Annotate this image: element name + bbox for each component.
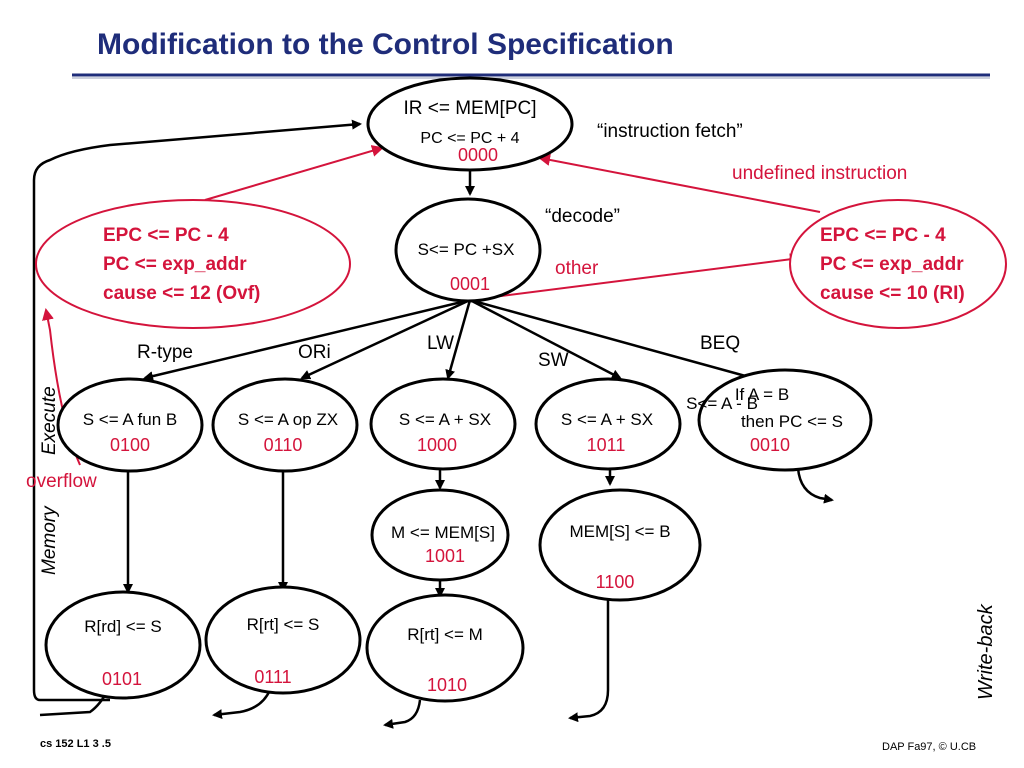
fetch-code: 0000	[458, 145, 498, 165]
annotation-decode: “decode”	[545, 206, 620, 227]
ori-exec-code: 0110	[264, 435, 303, 455]
sw-exec-line1: S <= A + SX	[561, 410, 653, 429]
annotation-undefined-instruction: undefined instruction	[732, 163, 907, 184]
fetch-line1: IR <= MEM[PC]	[403, 98, 536, 119]
decode-line1: S<= PC +SX	[418, 240, 515, 259]
arrow-decode-to-ori	[300, 298, 471, 380]
phase-label-writeback: Write-back	[975, 603, 997, 700]
slide-title: Modification to the Control Specificatio…	[97, 28, 674, 61]
ori-wb-line1: R[rt] <= S	[247, 615, 320, 634]
rtype-wb-code: 0101	[102, 669, 142, 689]
arrow-ori-wb-exit	[212, 689, 272, 720]
rtype-wb-line1: R[rd] <= S	[84, 617, 161, 636]
sw-mem-line1: MEM[S] <= B	[569, 522, 670, 541]
lw-wb-line1: R[rt] <= M	[407, 625, 483, 644]
arrow-decode-to-ri	[469, 253, 802, 301]
arrow-ri-to-fetch	[538, 154, 821, 213]
arrow-return-to-fetch	[32, 119, 362, 702]
decode-code: 0001	[450, 274, 490, 294]
lw-exec-line1: S <= A + SX	[399, 410, 491, 429]
beq-line2: then PC <= S	[741, 412, 843, 431]
arrow-beq-exit	[796, 467, 834, 504]
state-rtype-exec: S <= A fun B 0100	[56, 377, 204, 473]
arrow-sw-mem-exit	[568, 598, 610, 723]
rtype-exec-line1: S <= A fun B	[83, 410, 178, 429]
footer-course-label: cs 152 L1 3 .5	[40, 738, 111, 750]
exception-overflow: EPC <= PC - 4 PC <= exp_addr cause <= 12…	[35, 199, 351, 329]
lw-mem-line1: M <= MEM[S]	[391, 523, 495, 542]
ori-wb-code: 0111	[254, 667, 291, 687]
beq-line1: If A = B	[735, 385, 789, 404]
lw-wb-code: 1010	[427, 675, 467, 695]
state-lw-mem: M <= MEM[S] 1001	[370, 488, 510, 582]
ori-exec-line1: S <= A op ZX	[238, 410, 338, 429]
annotation-instruction-fetch: “instruction fetch”	[597, 121, 743, 142]
ovf-line2: PC <= exp_addr	[103, 254, 247, 275]
state-lw-wb: R[rt] <= M 1010	[365, 593, 525, 703]
sw-mem-code: 1100	[596, 572, 635, 592]
state-sw-mem: MEM[S] <= B 1100	[538, 488, 702, 602]
edge-label-rtype: R-type	[137, 342, 193, 363]
arrow-decode-to-rtype	[143, 298, 471, 381]
arrow-decode-to-lw	[445, 299, 472, 380]
arrow-lw-wb-exit	[383, 699, 422, 729]
state-decode: S<= PC +SX 0001	[394, 197, 542, 303]
edge-label-lw: LW	[427, 333, 454, 354]
arrow-decode-to-beq	[469, 298, 762, 383]
annotation-overflow: overflow	[26, 471, 97, 492]
state-ori-wb: R[rt] <= S 0111	[204, 585, 362, 695]
exception-undefined: EPC <= PC - 4 PC <= exp_addr cause <= 10…	[789, 199, 1007, 329]
sw-exec-code: 1011	[587, 435, 626, 455]
state-beq: S<= A - B If A = B then PC <= S 0010	[686, 368, 873, 472]
rtype-exec-code: 0100	[110, 435, 150, 455]
ri-line2: PC <= exp_addr	[820, 254, 964, 275]
phase-label-memory: Memory	[39, 505, 60, 575]
arrow-decode-to-sw	[469, 298, 622, 380]
ovf-line1: EPC <= PC - 4	[103, 225, 229, 246]
annotation-other: other	[555, 258, 599, 279]
state-lw-exec: S <= A + SX 1000	[369, 377, 517, 471]
edge-label-beq: BEQ	[700, 333, 740, 354]
footer-copyright: DAP Fa97, © U.CB	[882, 741, 977, 753]
state-fetch: IR <= MEM[PC] PC <= PC + 4 0000	[366, 76, 574, 172]
fetch-line2: PC <= PC + 4	[420, 130, 519, 147]
edge-label-ori: ORi	[298, 342, 331, 363]
state-sw-exec: S <= A + SX 1011	[534, 377, 682, 471]
lw-exec-code: 1000	[417, 435, 457, 455]
state-rtype-wb: R[rd] <= S 0101	[44, 590, 202, 700]
state-ori-exec: S <= A op ZX 0110	[211, 377, 359, 473]
ri-line3: cause <= 10 (RI)	[820, 283, 965, 304]
lw-mem-code: 1001	[425, 546, 465, 566]
ri-line1: EPC <= PC - 4	[820, 225, 946, 246]
edge-label-sw: SW	[538, 350, 569, 371]
beq-code: 0010	[750, 435, 790, 455]
beq-overlay: S<= A - B	[686, 394, 758, 413]
arrow-ovf-to-fetch	[204, 145, 384, 201]
phase-label-execute: Execute	[39, 386, 60, 455]
ovf-line3: cause <= 12 (Ovf)	[103, 283, 260, 304]
